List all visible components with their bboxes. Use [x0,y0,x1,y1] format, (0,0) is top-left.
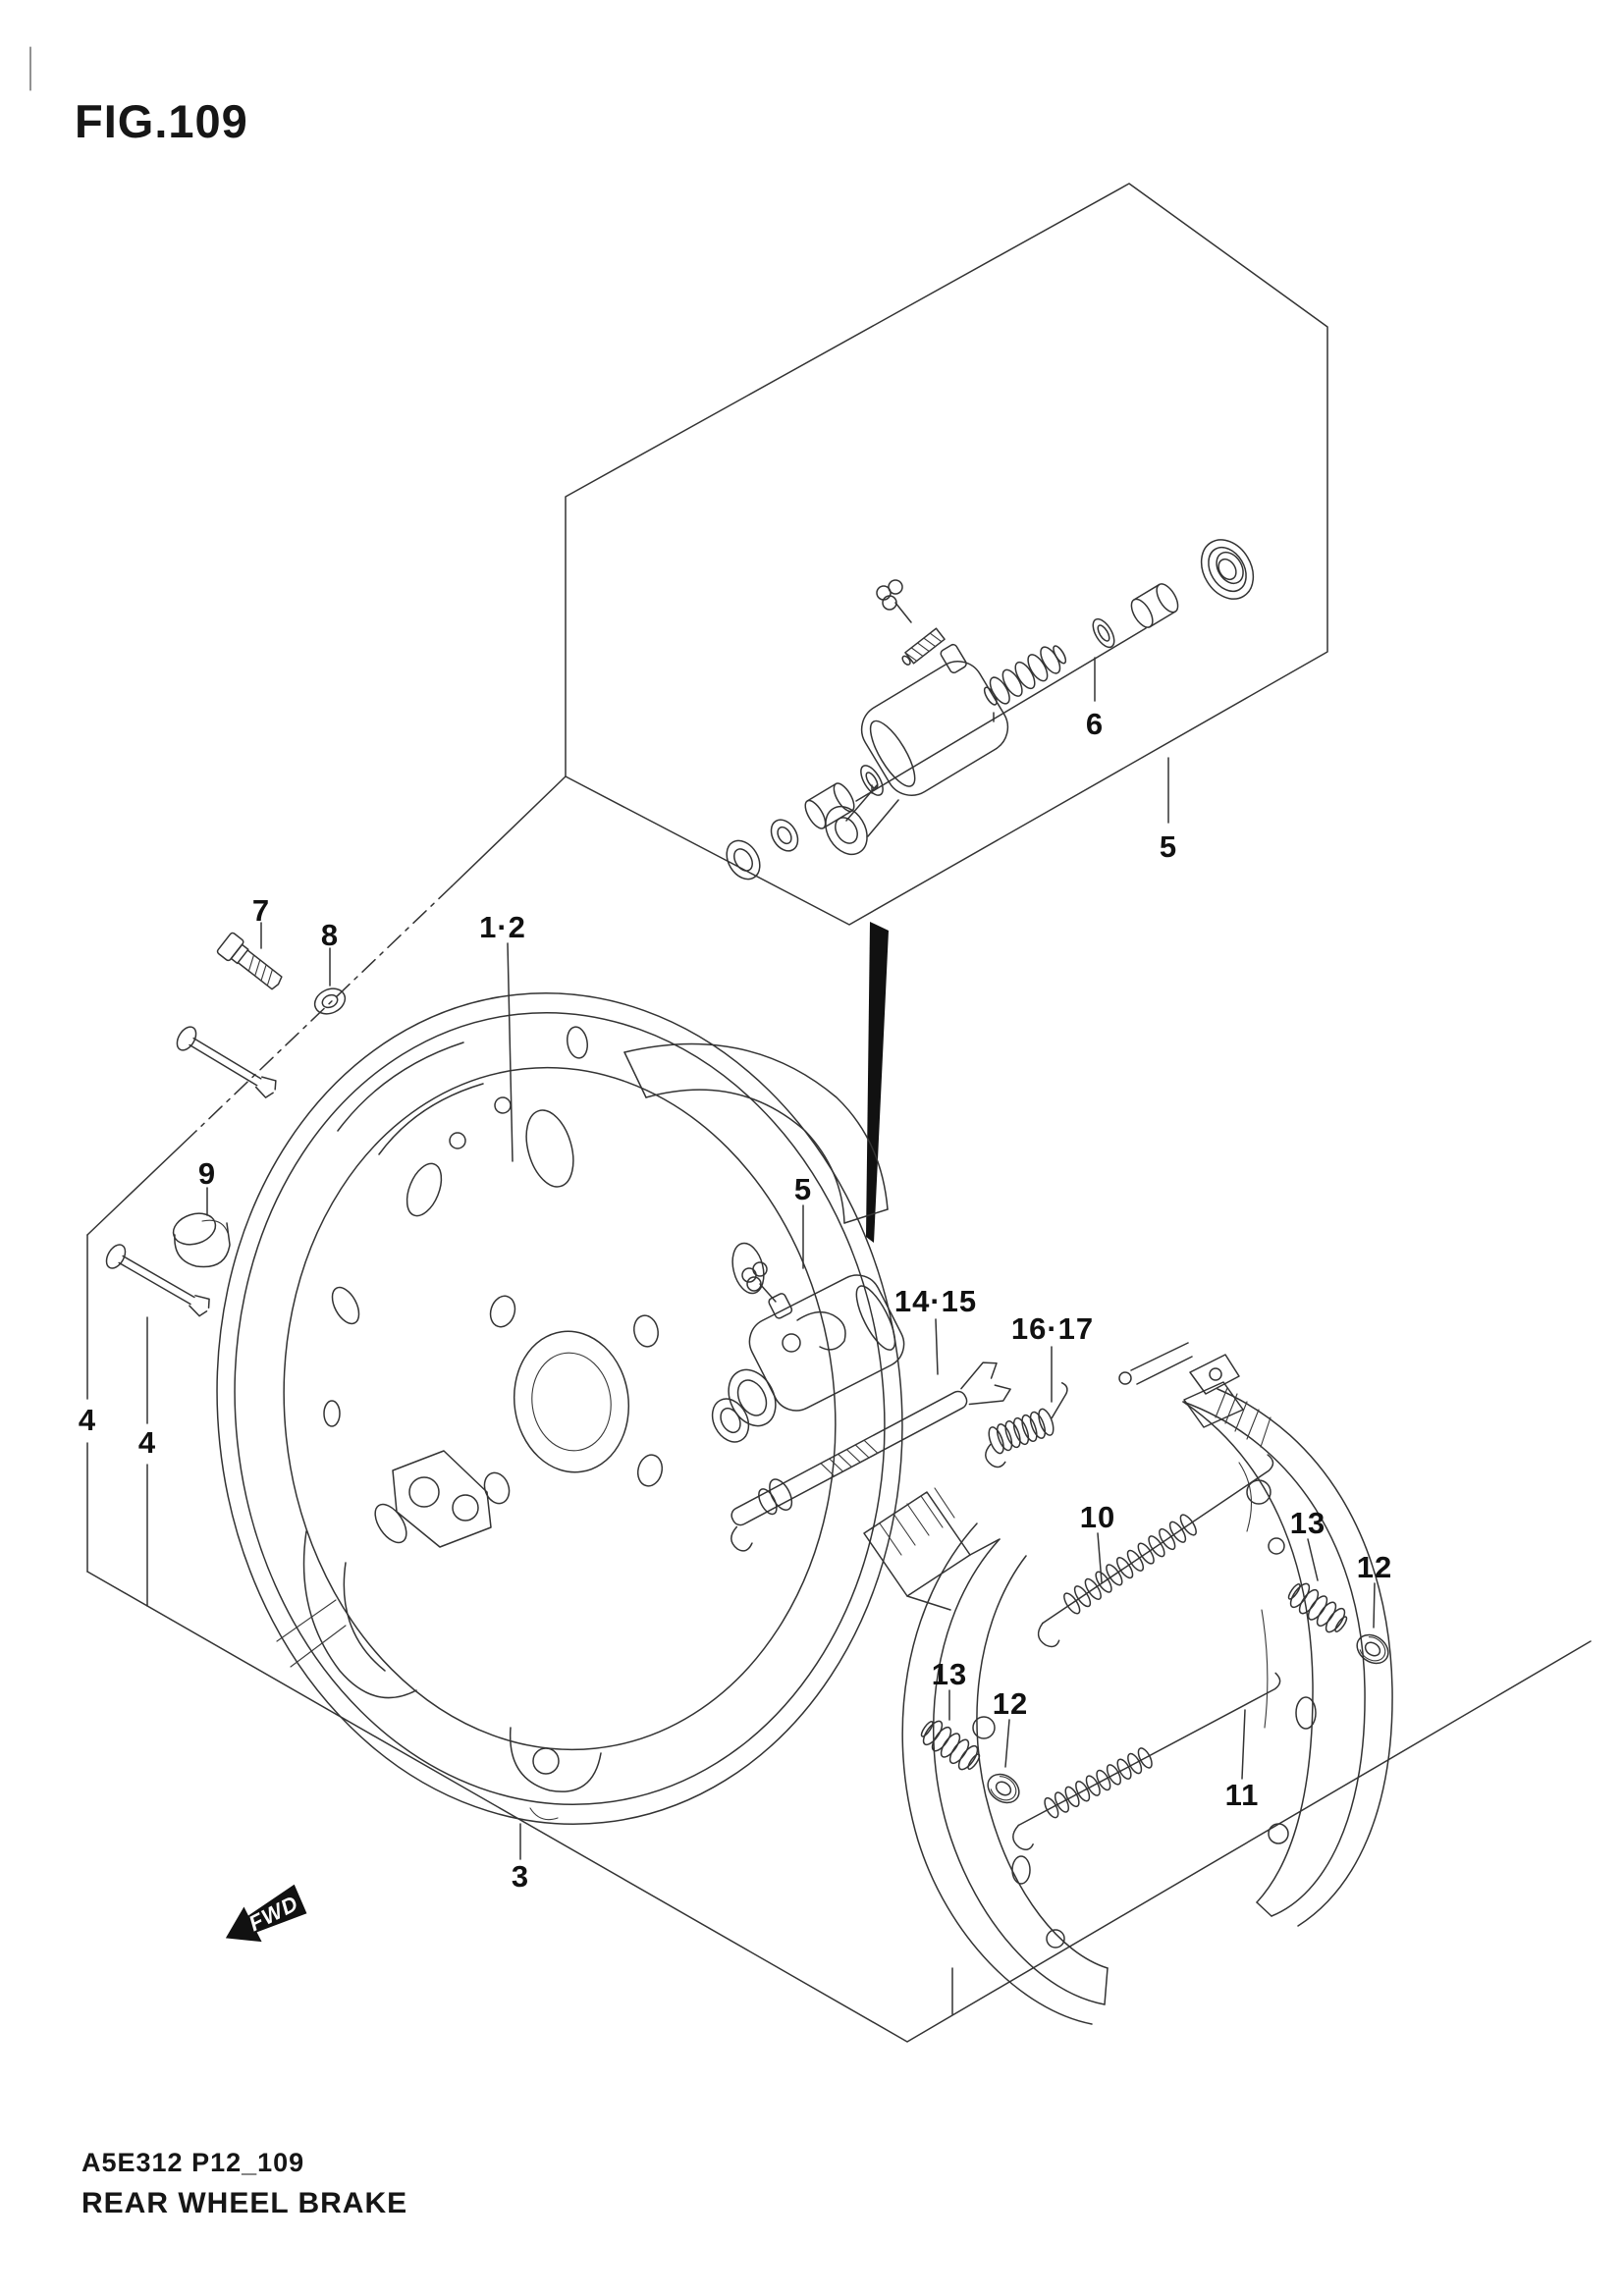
part-callout: 5 [1159,829,1178,864]
hold-down-pin-upper [176,1026,277,1098]
part-callout: 6 [1085,707,1105,741]
return-spring-upper [1037,1454,1274,1648]
footer-part-code: A5E312 P12_109 [81,2148,305,2177]
adjuster-spring [985,1346,1068,1468]
part-callout: 12 [992,1686,1029,1721]
part-callout: 5 [793,1172,813,1206]
main-panel-outline [86,775,1592,2043]
hold-down-leaders [948,1538,1376,1768]
part-callout: 3 [511,1859,530,1894]
backing-plate [216,992,903,1825]
fwd-arrow-label: FWD [244,1891,302,1936]
bleeder-screw [901,627,946,666]
cup-seal-left [860,765,884,796]
plug [172,1212,231,1268]
part-callout: 9 [197,1156,217,1191]
hold-down-spring-left [920,1720,981,1771]
cup-seal-right [1092,617,1115,649]
hold-down-cup-left [987,1773,1020,1804]
part-callout: 13 [931,1657,968,1691]
wheel-cylinder [711,1204,905,1443]
part-callout: 16·17 [1010,1311,1095,1346]
part-callout: 4 [78,1403,97,1437]
part-callout: 4 [137,1425,157,1460]
figure-number: FIG.109 [75,95,248,147]
hub-bore [513,1330,630,1473]
part-callout: 7 [251,893,271,928]
wheel-cylinder-kit-parts [726,539,1255,881]
part-callout: 12 [1356,1550,1393,1584]
hold-down-spring-right [1287,1582,1348,1633]
part-callout: 14·15 [893,1284,978,1318]
brake-shoe-right [1118,1342,1393,1927]
label-leader-lines [206,922,514,1216]
piston-left [804,782,855,829]
kit-cylinder-body [825,579,1009,856]
hold-down-cup-right [1356,1633,1389,1665]
washer [313,988,347,1015]
return-spring-lower [1012,1672,1281,1850]
part-callout: 10 [1079,1500,1116,1534]
boot [1200,539,1255,600]
footer-figure-title: REAR WHEEL BRAKE [81,2187,408,2219]
fwd-arrow: FWD [225,1884,307,1943]
anchor-block [392,1450,492,1548]
adjuster-rod [730,1318,1011,1552]
wheel-cylinder-kit-box [565,183,1328,926]
part-callout: 1·2 [479,910,526,944]
bleeder-cap [876,579,912,623]
hold-down-pin-lower [105,1244,210,1317]
pointer-wedge [866,922,889,1243]
part-callout: 8 [320,918,340,952]
part-callout: 11 [1224,1778,1260,1812]
kit-spring [983,645,1067,706]
mounting-bolt [216,932,283,990]
piston-right [1130,583,1179,628]
brake-shoe-left [863,1487,1109,2025]
kit-leader-lines [855,627,1169,824]
part-callout: 13 [1289,1506,1326,1540]
